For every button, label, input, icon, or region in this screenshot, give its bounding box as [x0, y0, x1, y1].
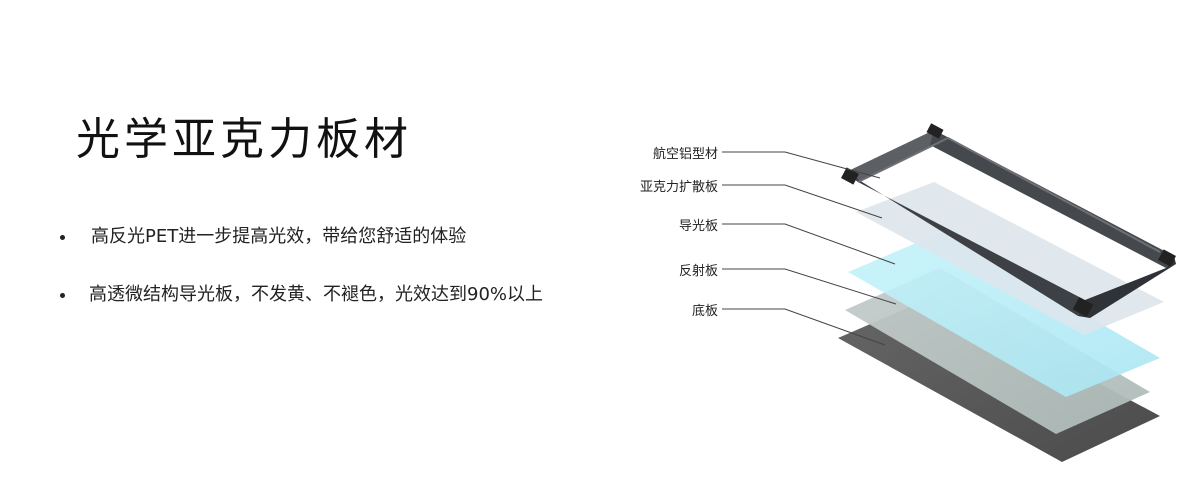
bullet-dot-icon: [60, 293, 65, 298]
layer-label-diffuser: 亚克力扩散板: [639, 180, 718, 195]
leader-line-diffuser: [722, 184, 883, 219]
leader-line-base: [722, 308, 886, 346]
aluminium-frame: [841, 123, 1176, 318]
layer-label-base: 底板: [691, 304, 718, 319]
leader-lines: [722, 151, 897, 346]
leader-line-light-guide: [722, 223, 896, 265]
page-title: 光学亚克力板材: [76, 114, 412, 165]
light-guide-plate: [848, 232, 1160, 397]
feature-text: 高反光PET进一步提高光效，带给您舒适的体验: [91, 226, 467, 247]
layer-label-reflector: 反射板: [678, 264, 718, 279]
feature-text: 高透微结构导光板，不发黄、不褪色，光效达到90%以上: [89, 284, 544, 305]
diffuser-sheet: [856, 182, 1164, 335]
layer-label-frame: 航空铝型材: [652, 147, 718, 162]
leader-line-frame: [722, 151, 881, 179]
layer-label-light-guide: 导光板: [678, 219, 718, 234]
leader-line-reflector: [722, 268, 897, 305]
bullet-dot-icon: [60, 235, 65, 240]
